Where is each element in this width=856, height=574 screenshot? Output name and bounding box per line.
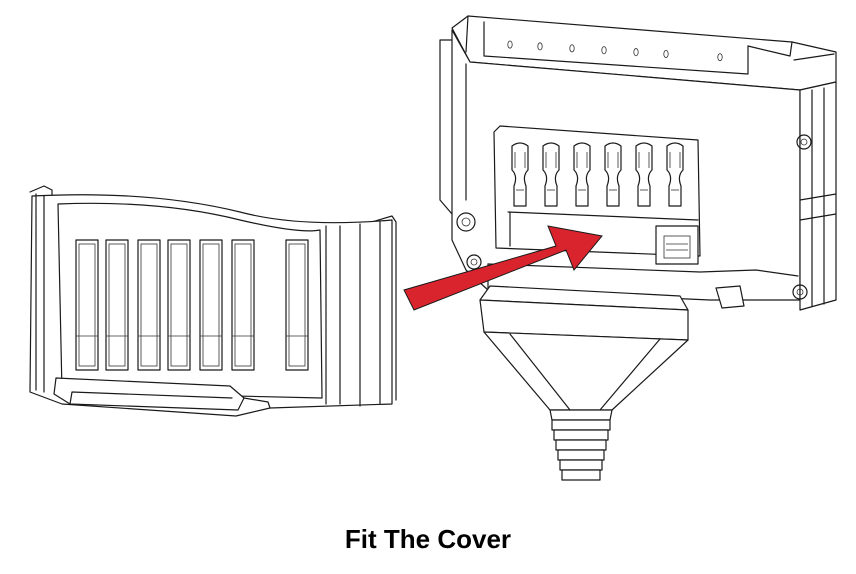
gland-ring	[561, 469, 601, 481]
main-unit	[439, 15, 837, 481]
indicator-mark	[537, 42, 543, 51]
indicator-mark	[633, 48, 639, 57]
unit-lever	[666, 142, 684, 207]
unit-indicators	[507, 40, 723, 62]
gland-ring	[559, 459, 603, 471]
figure-caption: Fit The Cover	[344, 524, 512, 554]
insert-arrow	[403, 225, 603, 311]
cover-slot	[167, 239, 191, 371]
indicator-mark	[569, 44, 575, 53]
cover-slots	[75, 239, 309, 371]
cover-slot	[137, 239, 161, 371]
cable-gland	[479, 285, 689, 481]
gland-ring	[553, 429, 609, 441]
gland-ring	[557, 449, 605, 461]
unit-levers	[511, 142, 684, 207]
indicator-mark	[507, 40, 513, 49]
assembly-illustration	[29, 15, 837, 481]
unit-lever	[604, 142, 622, 207]
cover-slot	[105, 239, 129, 371]
cover-part	[29, 185, 397, 417]
indicator-mark	[601, 46, 607, 55]
cover-slot	[285, 239, 309, 371]
cover-slot	[199, 239, 223, 371]
gland-ring	[551, 419, 611, 431]
gland-rings	[551, 419, 611, 481]
cover-slot	[75, 239, 99, 371]
unit-lever	[573, 142, 591, 207]
unit-lever	[542, 142, 560, 207]
indicator-mark	[717, 53, 723, 62]
indicator-mark	[663, 49, 669, 58]
cover-slot	[231, 239, 255, 371]
gland-ring	[555, 439, 607, 451]
unit-lever	[511, 142, 529, 207]
unit-lever	[635, 142, 653, 207]
